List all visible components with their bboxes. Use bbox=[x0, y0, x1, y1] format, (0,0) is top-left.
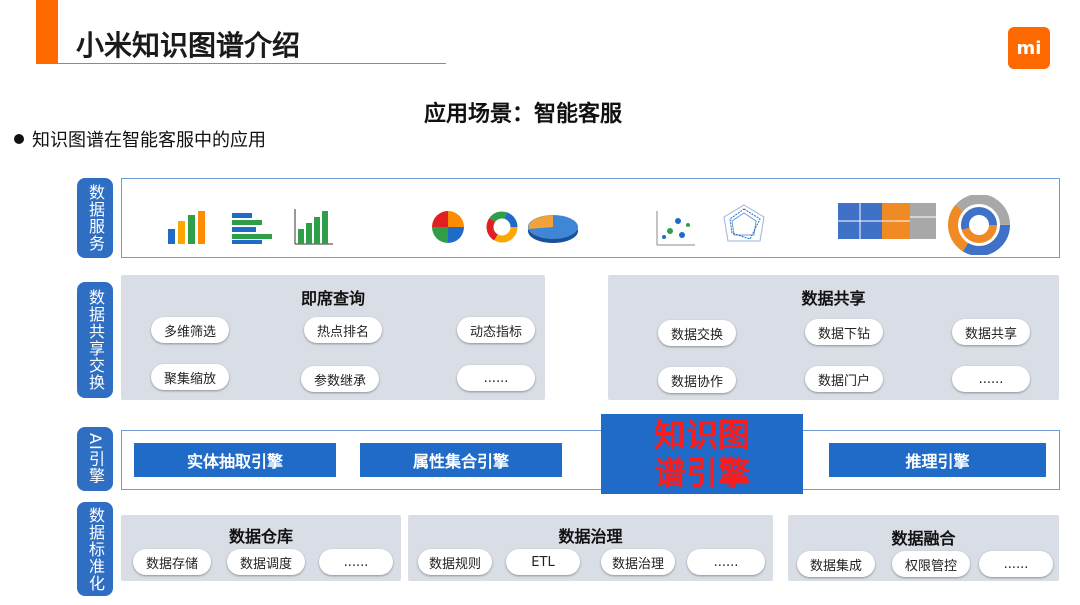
pill-more[interactable]: ...... bbox=[979, 551, 1053, 577]
data-warehouse-panel: 数据仓库 数据存储 数据调度 ...... bbox=[121, 515, 401, 581]
green-bar-chart-icon bbox=[294, 209, 333, 245]
panel-title: 数据融合 bbox=[891, 529, 956, 548]
pill-data-portal[interactable]: 数据门户 bbox=[805, 366, 883, 392]
radar-chart-icon bbox=[723, 204, 765, 242]
panel-title: 数据治理 bbox=[558, 527, 623, 546]
title-accent-bar bbox=[36, 0, 58, 64]
pill-dynamic-metrics[interactable]: 动态指标 bbox=[457, 317, 535, 343]
layer-label-data-standardization: 数据标准化 bbox=[77, 502, 113, 596]
scatter-plot-icon bbox=[656, 211, 695, 246]
title-underline bbox=[36, 63, 446, 64]
layer-label-data-share-exchange: 数据共享交换 bbox=[77, 282, 113, 398]
bullet-item: 知识图谱在智能客服中的应用 bbox=[14, 126, 266, 152]
layer-label-text: 数据服务 bbox=[86, 184, 105, 252]
pill-param-inherit[interactable]: 参数继承 bbox=[301, 366, 379, 392]
3d-pie-chart-icon bbox=[528, 215, 578, 243]
sunburst-chart-icon bbox=[948, 195, 1010, 255]
attribute-set-engine[interactable]: 属性集合引擎 bbox=[360, 443, 562, 477]
pie-chart-icon bbox=[432, 211, 464, 243]
panel-title: 数据共享 bbox=[801, 289, 866, 308]
pill-data-drilldown[interactable]: 数据下钻 bbox=[805, 319, 883, 345]
slide-title: 小米知识图谱介绍 bbox=[76, 29, 301, 62]
layer-label-text: AI引擎 bbox=[86, 433, 105, 485]
horizontal-bar-chart-icon bbox=[232, 213, 272, 244]
treemap-icon bbox=[838, 203, 936, 239]
xiaomi-logo: mi bbox=[1008, 27, 1050, 69]
bullet-dot bbox=[14, 134, 24, 144]
reasoning-engine[interactable]: 推理引擎 bbox=[829, 443, 1046, 477]
pill-data-share[interactable]: 数据共享 bbox=[952, 319, 1030, 345]
pill-data-rules[interactable]: 数据规则 bbox=[418, 549, 492, 575]
pill-data-storage[interactable]: 数据存储 bbox=[133, 549, 211, 575]
layer-label-ai-engine: AI引擎 bbox=[77, 427, 113, 491]
pill-data-governance[interactable]: 数据治理 bbox=[601, 549, 675, 575]
pill-data-exchange[interactable]: 数据交换 bbox=[658, 320, 736, 346]
data-service-panel bbox=[121, 178, 1060, 258]
pill-hot-ranking[interactable]: 热点排名 bbox=[304, 317, 382, 343]
layer-label-data-service: 数据服务 bbox=[77, 178, 113, 258]
pill-data-integration[interactable]: 数据集成 bbox=[797, 551, 875, 577]
pill-more[interactable]: ...... bbox=[687, 549, 765, 575]
adhoc-query-panel: 即席查询 多维筛选 热点排名 动态指标 聚集缩放 参数继承 ...... bbox=[121, 275, 545, 400]
data-fusion-panel: 数据融合 数据集成 权限管控 ...... bbox=[788, 515, 1059, 581]
panel-title: 即席查询 bbox=[300, 289, 365, 308]
entity-extraction-engine[interactable]: 实体抽取引擎 bbox=[134, 443, 336, 477]
layer-label-text: 数据标准化 bbox=[86, 506, 105, 592]
pill-more[interactable]: ...... bbox=[319, 549, 393, 575]
pill-data-scheduling[interactable]: 数据调度 bbox=[227, 549, 305, 575]
panel-title: 数据仓库 bbox=[228, 527, 293, 546]
layer-label-text: 数据共享交换 bbox=[86, 289, 105, 391]
pill-multi-filter[interactable]: 多维筛选 bbox=[151, 317, 229, 343]
scenario-subtitle: 应用场景：智能客服 bbox=[424, 102, 623, 127]
bullet-text: 知识图谱在智能客服中的应用 bbox=[32, 130, 266, 151]
pill-etl[interactable]: ETL bbox=[506, 549, 580, 575]
bar-chart-icon bbox=[168, 211, 205, 244]
data-governance-panel: 数据治理 数据规则 ETL 数据治理 ...... bbox=[408, 515, 773, 581]
data-sharing-panel: 数据共享 数据交换 数据下钻 数据共享 数据协作 数据门户 ...... bbox=[608, 275, 1059, 400]
pill-cluster-zoom[interactable]: 聚集缩放 bbox=[151, 364, 229, 390]
pill-more[interactable]: ...... bbox=[952, 366, 1030, 392]
pill-more[interactable]: ...... bbox=[457, 365, 535, 391]
donut-chart-icon bbox=[486, 211, 518, 243]
pill-permission-control[interactable]: 权限管控 bbox=[892, 551, 970, 577]
pill-data-collab[interactable]: 数据协作 bbox=[658, 367, 736, 393]
knowledge-graph-engine[interactable]: 知识图 谱引擎 bbox=[601, 414, 803, 494]
